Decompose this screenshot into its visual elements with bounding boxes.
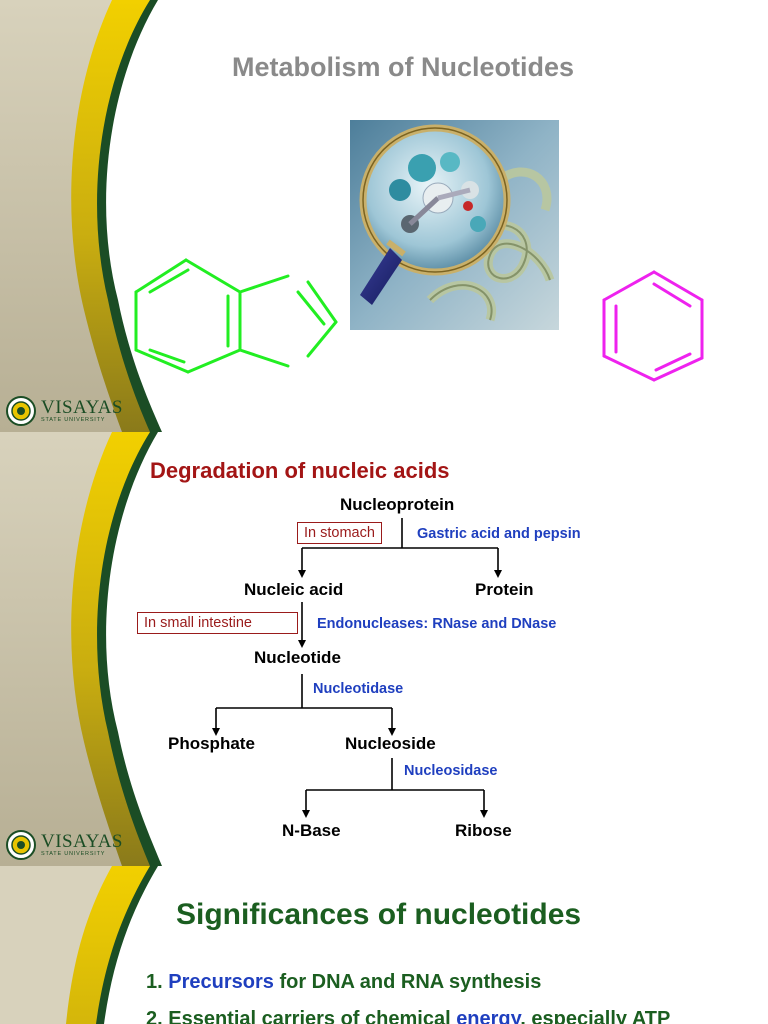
enzyme-nucleotidase: Nucleotidase bbox=[313, 681, 404, 697]
item-number: 1. bbox=[146, 971, 163, 993]
seal-icon bbox=[6, 396, 36, 426]
node-ribose: Ribose bbox=[455, 821, 512, 840]
significance-item-2: 2. Essential carriers of chemical energy… bbox=[146, 1008, 670, 1024]
slide-decoration bbox=[0, 866, 158, 1024]
item-highlight: Precursors bbox=[168, 971, 274, 993]
logo-subtitle: STATE UNIVERSITY bbox=[41, 850, 106, 857]
logo-subtitle: STATE UNIVERSITY bbox=[41, 416, 106, 423]
university-logo: VISAYAS STATE UNIVERSITY bbox=[6, 830, 123, 860]
slide3-title: Significances of nucleotides bbox=[176, 898, 582, 931]
enzyme-nucleosidase: Nucleosidase bbox=[404, 763, 498, 779]
slide2-title: Degradation of nucleic acids bbox=[150, 458, 450, 483]
node-nucleoside: Nucleoside bbox=[345, 734, 436, 753]
seal-icon bbox=[6, 830, 36, 860]
slide-decoration bbox=[0, 432, 162, 866]
purine-ring-drawing bbox=[134, 258, 338, 374]
item-highlight: energy bbox=[456, 1008, 521, 1024]
slide-decoration bbox=[0, 0, 162, 432]
slide1-title: Metabolism of Nucleotides bbox=[231, 52, 575, 82]
slide-metabolism: VISAYAS STATE UNIVERSITY Metabolism of N… bbox=[0, 0, 768, 432]
enzyme-gastric: Gastric acid and pepsin bbox=[417, 526, 581, 542]
item-text: , especially ATP bbox=[520, 1008, 671, 1024]
university-logo: VISAYAS STATE UNIVERSITY bbox=[6, 396, 123, 426]
item-text: for DNA and RNA synthesis bbox=[279, 971, 542, 993]
enzyme-endonucleases: Endonucleases: RNase and DNase bbox=[317, 616, 557, 632]
logo-name: VISAYAS bbox=[41, 830, 123, 852]
item-number: 2. bbox=[146, 1008, 163, 1024]
node-nucleoprotein: Nucleoprotein bbox=[340, 495, 455, 514]
node-nucleotide: Nucleotide bbox=[254, 648, 341, 667]
slide-significances: Significances of nucleotides 1. Precurso… bbox=[0, 866, 768, 1024]
node-nucleic-acid: Nucleic acid bbox=[244, 580, 344, 599]
location-stomach: In stomach bbox=[297, 522, 382, 544]
logo-name: VISAYAS bbox=[41, 396, 123, 418]
location-small-intestine: In small intestine bbox=[137, 612, 298, 634]
flow-connectors bbox=[212, 518, 502, 818]
node-protein: Protein bbox=[475, 580, 534, 599]
node-n-base: N-Base bbox=[282, 821, 341, 840]
molecule-magnifier-image bbox=[350, 120, 559, 330]
significance-item-1: 1. Precursors for DNA and RNA synthesis bbox=[146, 971, 541, 994]
benzene-ring-drawing bbox=[602, 270, 704, 382]
item-text: Essential carriers of chemical bbox=[168, 1008, 451, 1024]
slide-degradation: VISAYAS STATE UNIVERSITY Degradation of … bbox=[0, 432, 768, 866]
node-phosphate: Phosphate bbox=[168, 734, 255, 753]
